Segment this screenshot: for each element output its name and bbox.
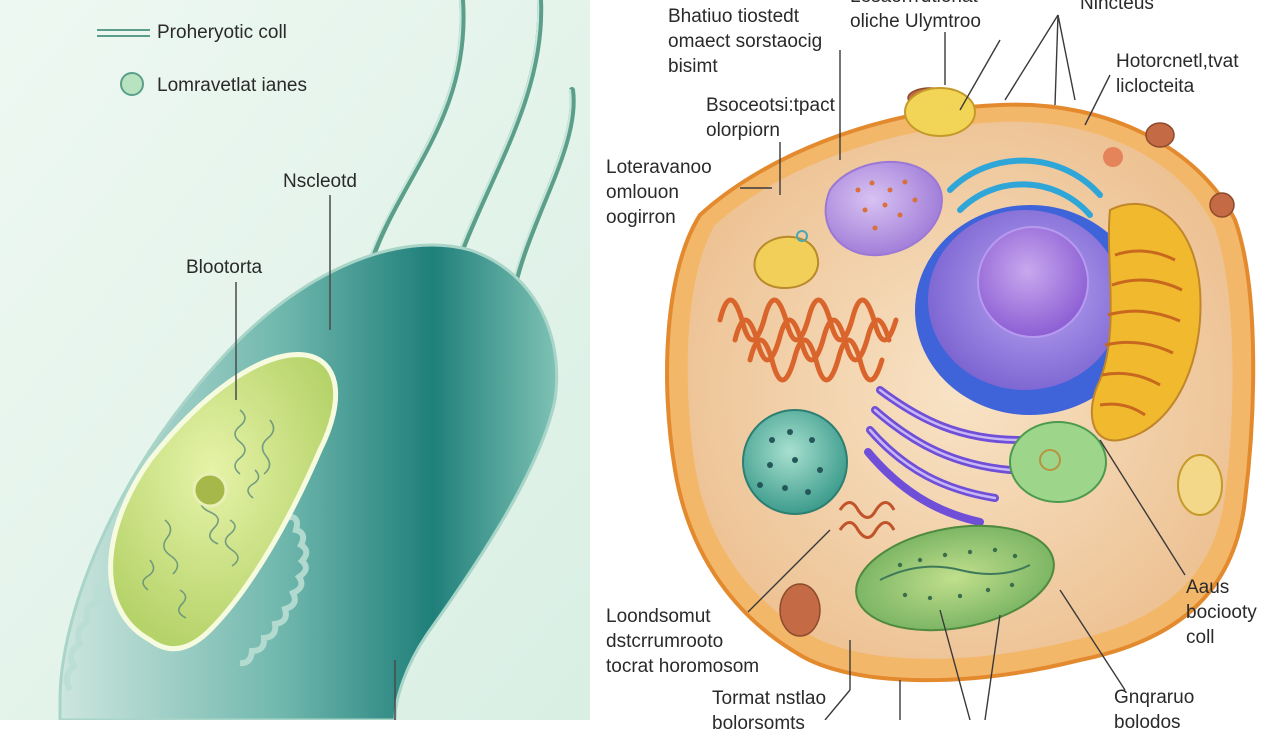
- mitochondrion: [1090, 203, 1202, 442]
- legend-line-icon: [97, 29, 150, 37]
- label-bottom-left: Loondsomut dstcrrumrooto tocrat horomoso…: [606, 606, 760, 677]
- label-top-left: Bhatiuo tiostedt omaect sorstaocig bisim…: [668, 6, 823, 77]
- vesicle-small: [753, 235, 820, 290]
- label-bottom-center: Tormat nstlao bolorsomts: [712, 688, 827, 734]
- label-left: Loteravanoo omlouon oogirron: [606, 157, 712, 228]
- nucleoid-dot: [192, 472, 228, 508]
- label-bacteria: Blootorta: [186, 257, 263, 278]
- cytoskeleton-fibres: [838, 501, 896, 539]
- label-top-center: Lesaorrrdtionat oliche Ulymtroo: [850, 0, 981, 32]
- nucleolus: [977, 226, 1089, 338]
- label-bottom-right: Gnqraruo bolodos: [1114, 687, 1195, 733]
- vacuole-purple: [824, 160, 943, 257]
- mitochondrion-cristae: [1099, 249, 1183, 417]
- label-nucleoid: Nscleotd: [283, 171, 357, 192]
- label-top-right: Nlncteus: [1080, 0, 1154, 14]
- rough-endoplasmic-reticulum: [717, 297, 899, 383]
- dna-strands: [142, 409, 275, 619]
- cell-comparison-illustration: [0, 0, 1256, 720]
- left-leader-lines: [235, 195, 396, 720]
- vesicle-top: [904, 87, 976, 137]
- legend-label-dot: Lomravetlat ianes: [157, 75, 307, 96]
- legend-label-prokaryotic: Proheryotic coll: [157, 22, 287, 43]
- right-leader-lines: [740, 14, 1186, 720]
- chloroplast: [855, 524, 1055, 632]
- smooth-er: [947, 157, 1103, 218]
- label-right-upper: Hotorcnetl,tvat liclocteita: [1116, 51, 1239, 97]
- nucleoid-region: [108, 352, 339, 652]
- legend-dot-icon: [120, 72, 144, 96]
- label-mid-left: Bsoceotsi:tpact olorpiorn: [706, 95, 835, 141]
- label-right-lower: Aaus bociooty coll: [1186, 577, 1257, 648]
- vacuole-green: [1009, 421, 1107, 503]
- vesicle-right: [1177, 454, 1223, 516]
